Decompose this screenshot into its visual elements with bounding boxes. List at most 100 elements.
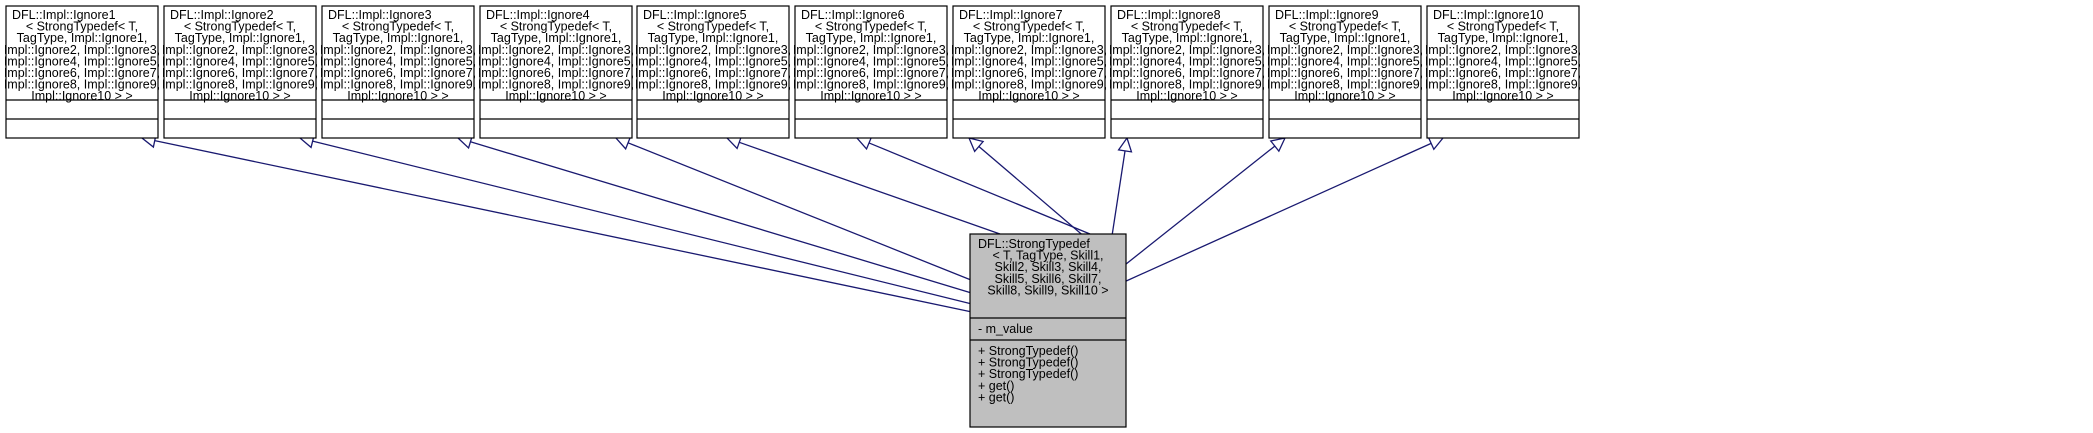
- base-class-ignore8[interactable]: DFL::Impl::Ignore8< StrongTypedef< T,Tag…: [1109, 5, 1265, 139]
- class-operation: + get(): [978, 390, 1014, 404]
- inheritance-edge: [470, 141, 989, 299]
- class-name-line: Impl::Ignore10 > >: [978, 89, 1079, 103]
- class-name-line: Impl::Ignore10 > >: [1452, 89, 1553, 103]
- inheritance-arrowhead: [1269, 137, 1287, 153]
- class-name-line: Impl::Ignore4, Impl::Ignore5,: [635, 54, 791, 68]
- class-name-line: < T, TagType, Skill1,: [992, 249, 1103, 263]
- class-name-line: Impl::Ignore10 > >: [347, 89, 448, 103]
- class-name-line: < StrongTypedef< T,: [184, 20, 296, 34]
- inheritance-edge: [1123, 142, 1432, 283]
- class-name-line: Impl::Ignore4, Impl::Ignore5,: [4, 54, 160, 68]
- derived-class: DFL::StrongTypedef< T, TagType, Skill1,S…: [969, 233, 1127, 428]
- inheritance-edge: [154, 140, 973, 313]
- class-name-line: < StrongTypedef< T,: [1289, 20, 1401, 34]
- class-operation: + StrongTypedef(): [978, 367, 1078, 381]
- class-name-line: Impl::Ignore6, Impl::Ignore7,: [635, 66, 791, 80]
- base-class-box: [1110, 5, 1264, 139]
- class-name-line: Impl::Ignore8, Impl::Ignore9,: [4, 78, 160, 92]
- class-name-line: Impl::Ignore2, Impl::Ignore3,: [1267, 43, 1423, 57]
- base-class-ignore10[interactable]: DFL::Impl::Ignore10< StrongTypedef< T,Ta…: [1425, 5, 1581, 139]
- base-class-ignore1[interactable]: DFL::Impl::Ignore1< StrongTypedef< T,Tag…: [4, 5, 160, 139]
- class-name-line: DFL::Impl::Ignore2: [170, 8, 274, 22]
- class-name-line: Impl::Ignore2, Impl::Ignore3,: [1109, 43, 1265, 57]
- class-name-line: TagType, Impl::Ignore1,: [17, 31, 148, 45]
- class-name-line: Impl::Ignore4, Impl::Ignore5,: [1425, 54, 1581, 68]
- inheritance-arrowhead: [967, 137, 985, 153]
- class-name-line: < StrongTypedef< T,: [26, 20, 138, 34]
- class-name-line: TagType, Impl::Ignore1,: [1280, 31, 1411, 45]
- base-class-box: [163, 5, 317, 139]
- base-class-ignore3[interactable]: DFL::Impl::Ignore3< StrongTypedef< T,Tag…: [320, 5, 476, 139]
- inheritance-edge: [627, 142, 997, 291]
- class-name-line: < StrongTypedef< T,: [657, 20, 769, 34]
- base-class-ignore4[interactable]: DFL::Impl::Ignore4< StrongTypedef< T,Tag…: [478, 5, 634, 139]
- class-name-line: Impl::Ignore4, Impl::Ignore5,: [793, 54, 949, 68]
- base-class-ignore9[interactable]: DFL::Impl::Ignore9< StrongTypedef< T,Tag…: [1267, 5, 1423, 139]
- class-name-line: < StrongTypedef< T,: [342, 20, 454, 34]
- class-name-line: Impl::Ignore4, Impl::Ignore5,: [478, 54, 634, 68]
- class-name-line: Impl::Ignore10 > >: [662, 89, 763, 103]
- derived-class-strongtypedef[interactable]: DFL::StrongTypedef< T, TagType, Skill1,S…: [969, 233, 1127, 428]
- class-name-line: DFL::Impl::Ignore3: [328, 8, 432, 22]
- class-name-line: TagType, Impl::Ignore1,: [333, 31, 464, 45]
- class-name-line: Impl::Ignore10 > >: [31, 89, 132, 103]
- class-name-line: Impl::Ignore2, Impl::Ignore3,: [951, 43, 1107, 57]
- base-class-ignore6[interactable]: DFL::Impl::Ignore6< StrongTypedef< T,Tag…: [793, 5, 949, 139]
- class-name-line: < StrongTypedef< T,: [815, 20, 927, 34]
- class-name-line: Impl::Ignore6, Impl::Ignore7,: [1109, 66, 1265, 80]
- class-name-line: < StrongTypedef< T,: [1447, 20, 1559, 34]
- class-name-line: Impl::Ignore10 > >: [1294, 89, 1395, 103]
- base-class-ignore5[interactable]: DFL::Impl::Ignore5< StrongTypedef< T,Tag…: [635, 5, 791, 139]
- class-operation: + StrongTypedef(): [978, 344, 1078, 358]
- class-name-line: Impl::Ignore10 > >: [820, 89, 921, 103]
- class-operation: + get(): [978, 379, 1014, 393]
- class-name-line: < StrongTypedef< T,: [1131, 20, 1243, 34]
- base-class-box: [5, 5, 159, 139]
- class-attribute: - m_value: [978, 322, 1033, 336]
- class-name-line: Impl::Ignore2, Impl::Ignore3,: [793, 43, 949, 57]
- class-name-line: DFL::Impl::Ignore4: [486, 8, 590, 22]
- class-name-line: TagType, Impl::Ignore1,: [1438, 31, 1569, 45]
- inheritance-edges: [140, 133, 1445, 313]
- class-name-line: Impl::Ignore2, Impl::Ignore3,: [4, 43, 160, 57]
- class-name-line: Impl::Ignore4, Impl::Ignore5,: [320, 54, 476, 68]
- base-class-box: [1426, 5, 1580, 139]
- class-name-line: DFL::StrongTypedef: [978, 237, 1090, 251]
- class-name-line: Impl::Ignore10 > >: [189, 89, 290, 103]
- class-name-line: < StrongTypedef< T,: [500, 20, 612, 34]
- derived-class-box: [969, 233, 1127, 428]
- base-class-ignore7[interactable]: DFL::Impl::Ignore7< StrongTypedef< T,Tag…: [951, 5, 1107, 139]
- class-name-line: DFL::Impl::Ignore7: [959, 8, 1063, 22]
- class-name-line: Impl::Ignore8, Impl::Ignore9,: [1267, 78, 1423, 92]
- class-name-line: TagType, Impl::Ignore1,: [648, 31, 779, 45]
- class-name-line: Impl::Ignore8, Impl::Ignore9,: [478, 78, 634, 92]
- class-name-line: Impl::Ignore4, Impl::Ignore5,: [162, 54, 318, 68]
- inheritance-edge: [868, 142, 1091, 235]
- class-name-line: DFL::Impl::Ignore9: [1275, 8, 1379, 22]
- class-name-line: DFL::Impl::Ignore6: [801, 8, 905, 22]
- class-name-line: Impl::Ignore4, Impl::Ignore5,: [1109, 54, 1265, 68]
- class-name-line: Impl::Ignore8, Impl::Ignore9,: [162, 78, 318, 92]
- class-name-line: TagType, Impl::Ignore1,: [491, 31, 622, 45]
- class-name-line: Impl::Ignore2, Impl::Ignore3,: [478, 43, 634, 57]
- class-name-line: Skill5, Skill6, Skill7,: [995, 272, 1102, 286]
- inheritance-arrowhead: [855, 136, 873, 151]
- class-name-line: DFL::Impl::Ignore10: [1433, 8, 1544, 22]
- class-name-line: Impl::Ignore8, Impl::Ignore9,: [1425, 78, 1581, 92]
- class-name-line: DFL::Impl::Ignore1: [12, 8, 116, 22]
- base-class-ignore2[interactable]: DFL::Impl::Ignore2< StrongTypedef< T,Tag…: [162, 5, 318, 139]
- class-name-line: Impl::Ignore2, Impl::Ignore3,: [1425, 43, 1581, 57]
- class-name-line: TagType, Impl::Ignore1,: [1122, 31, 1253, 45]
- class-name-line: Impl::Ignore2, Impl::Ignore3,: [162, 43, 318, 57]
- class-name-line: Impl::Ignore6, Impl::Ignore7,: [320, 66, 476, 80]
- class-name-line: TagType, Impl::Ignore1,: [806, 31, 937, 45]
- class-name-line: Impl::Ignore10 > >: [505, 89, 606, 103]
- inheritance-arrowhead: [1427, 136, 1445, 151]
- class-name-line: Impl::Ignore6, Impl::Ignore7,: [1425, 66, 1581, 80]
- class-name-line: Impl::Ignore6, Impl::Ignore7,: [951, 66, 1107, 80]
- class-name-line: Impl::Ignore4, Impl::Ignore5,: [951, 54, 1107, 68]
- inheritance-edge: [312, 140, 981, 307]
- inheritance-edge: [1115, 145, 1276, 273]
- class-name-line: Impl::Ignore2, Impl::Ignore3,: [635, 43, 791, 57]
